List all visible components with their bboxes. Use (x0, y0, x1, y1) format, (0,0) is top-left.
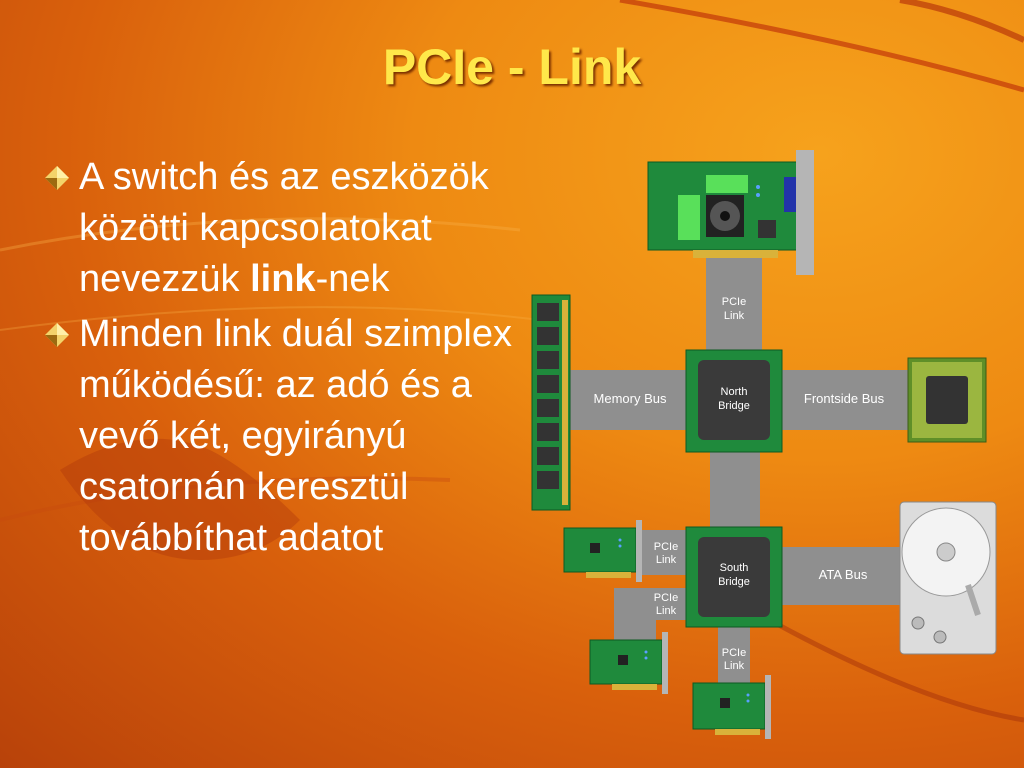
pcie-architecture-diagram: PCIe Link Memory Bus North Bridge Fronts… (531, 150, 997, 739)
pcie-link-label-bottom-2: Link (724, 660, 745, 672)
bullet-item: A switch és az eszközök közötti kapcsola… (44, 152, 524, 305)
frontside-bus-label: Frontside Bus (804, 391, 885, 406)
pcie-card-left-2 (589, 632, 668, 694)
pcie-link-left-bus-2 (614, 588, 690, 640)
memory-bus-label: Memory Bus (594, 391, 667, 406)
south-bridge-chip (685, 526, 783, 628)
memory-bus (568, 370, 688, 430)
bullet-bold-term: link (250, 258, 316, 300)
south-bridge-label-1: South (720, 562, 749, 574)
memory-module (531, 294, 571, 511)
slide-title: PCIe - Link (382, 39, 642, 95)
pcie-link-label-top-2: Link (724, 310, 745, 322)
pcie-card-top (647, 150, 814, 275)
ata-bus-label: ATA Bus (819, 567, 868, 582)
bullet-text: Minden link duál szimplex működésű: az a… (79, 313, 512, 559)
pcie-link-top-bus (706, 255, 762, 355)
pcie-card-left-1 (563, 520, 642, 582)
pcie-link-label-bottom-1: PCIe (722, 647, 746, 659)
pcie-link-bottom-bus (718, 623, 750, 685)
bullet-item: Minden link duál szimplex működésű: az a… (44, 309, 524, 564)
diamond-bullet-icon (45, 323, 69, 347)
pcie-link-left-bus-1 (638, 530, 692, 575)
pcie-link-label-left1-1: PCIe (654, 541, 678, 553)
pcie-link-label-left2-2: Link (656, 605, 677, 617)
north-bridge-label-1: North (721, 386, 748, 398)
south-bridge-label-2: Bridge (718, 576, 750, 588)
frontside-bus (776, 370, 908, 430)
north-bridge-label-2: Bridge (718, 400, 750, 412)
hard-drive (899, 501, 997, 655)
bullet-text-before: A switch és az eszközök közötti kapcsola… (79, 156, 489, 300)
pcie-card-bottom (692, 675, 771, 739)
bullet-list: A switch és az eszközök közötti kapcsola… (44, 152, 524, 568)
north-south-link (710, 450, 760, 530)
diamond-bullet-icon (45, 166, 69, 190)
pcie-link-label-left2-1: PCIe (654, 592, 678, 604)
pcie-link-label-left1-2: Link (656, 554, 677, 566)
cpu-chip (907, 357, 987, 443)
north-bridge-chip (685, 349, 783, 453)
bullet-text-after: -nek (315, 258, 390, 300)
pcie-link-label-top-1: PCIe (722, 296, 746, 308)
ata-bus (778, 547, 900, 605)
